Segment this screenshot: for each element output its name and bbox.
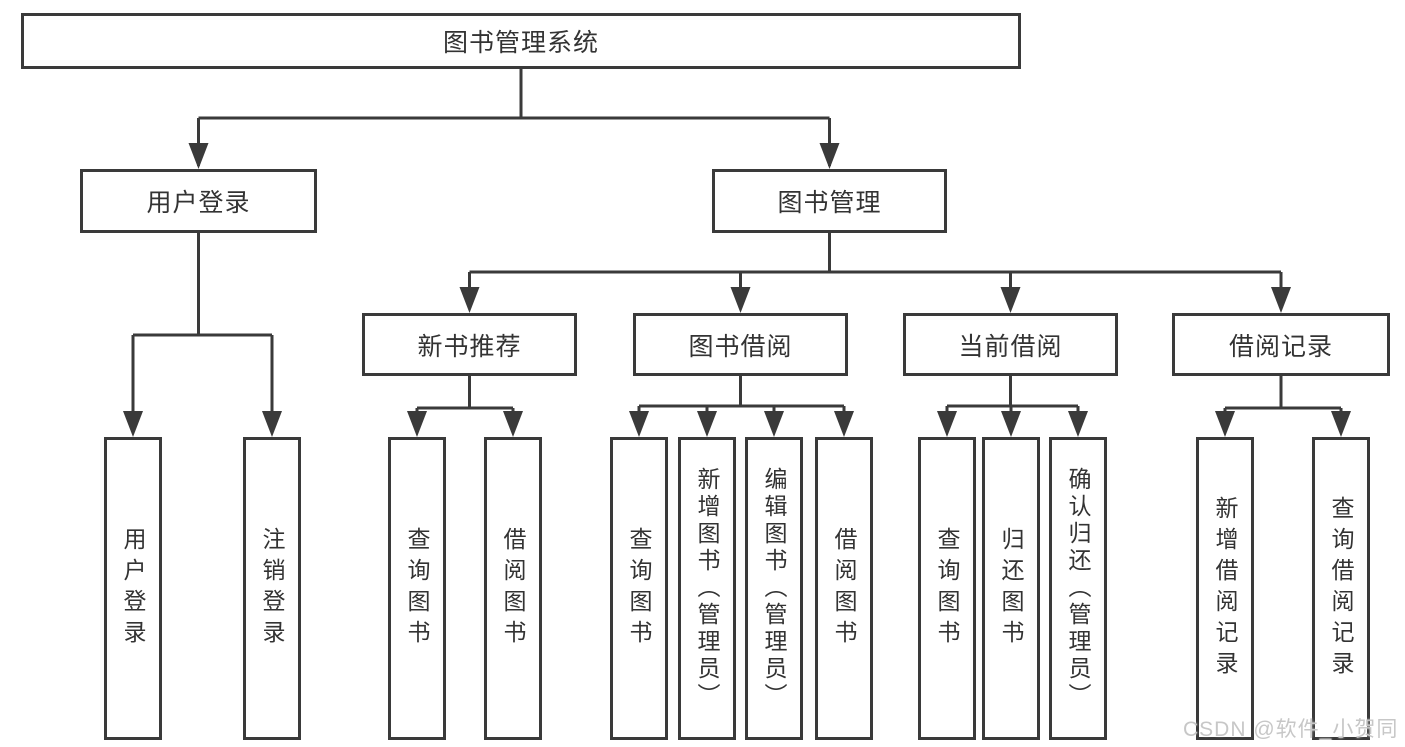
arrowhead <box>819 143 840 169</box>
connector-book-mgmt-children <box>459 233 1291 313</box>
arrowhead <box>262 411 282 437</box>
leaf-records-query-record: 查询借阅记录 <box>1312 437 1370 740</box>
node-borrow-records: 借阅记录 <box>1172 313 1390 376</box>
leaf-borrow-query-books: 查询图书 <box>610 437 668 740</box>
arrowhead <box>1331 411 1351 437</box>
leaf-current-return-books: 归还图书 <box>982 437 1040 740</box>
connector-new-book-children <box>407 376 523 437</box>
arrowhead <box>834 411 854 437</box>
arrowhead <box>697 411 717 437</box>
connector-borrow-records-children <box>1215 376 1351 437</box>
arrowhead <box>1001 411 1021 437</box>
arrowhead <box>123 411 143 437</box>
leaf-borrow-borrow-books: 借阅图书 <box>815 437 873 740</box>
arrowhead <box>730 287 751 313</box>
leaf-records-add-record: 新增借阅记录 <box>1196 437 1254 740</box>
arrowhead <box>188 143 209 169</box>
leaf-newbook-query-books: 查询图书 <box>388 437 446 740</box>
arrowhead <box>764 411 784 437</box>
node-book-management: 图书管理 <box>712 169 947 233</box>
arrowhead <box>1215 411 1235 437</box>
arrowhead <box>937 411 957 437</box>
arrowhead <box>1000 287 1021 313</box>
arrowhead <box>459 287 480 313</box>
leaf-newbook-borrow-books: 借阅图书 <box>484 437 542 740</box>
connector-root-to-level2 <box>188 69 840 169</box>
arrowhead <box>629 411 649 437</box>
node-user-login: 用户登录 <box>80 169 317 233</box>
leaf-current-query-books: 查询图书 <box>918 437 976 740</box>
node-book-borrow: 图书借阅 <box>633 313 848 376</box>
connector-user-login-children <box>123 233 282 437</box>
arrowhead <box>1271 287 1291 313</box>
arrowhead <box>407 411 427 437</box>
leaf-user-login: 用户登录 <box>104 437 162 740</box>
leaf-borrow-add-books-admin: 新增图书（管理员） <box>678 437 736 740</box>
leaf-borrow-edit-books-admin: 编辑图书（管理员） <box>745 437 803 740</box>
connector-current-borrow-children <box>937 376 1088 437</box>
node-new-book-recommend: 新书推荐 <box>362 313 577 376</box>
leaf-logout: 注销登录 <box>243 437 301 740</box>
connector-book-borrow-children <box>629 376 854 437</box>
leaf-current-confirm-return-admin: 确认归还（管理员） <box>1049 437 1107 740</box>
csdn-watermark: CSDN @软件_小贺同学 <box>1183 718 1399 741</box>
node-current-borrow: 当前借阅 <box>903 313 1118 376</box>
arrowhead <box>1068 411 1088 437</box>
node-system-root: 图书管理系统 <box>21 13 1021 69</box>
arrowhead <box>503 411 523 437</box>
